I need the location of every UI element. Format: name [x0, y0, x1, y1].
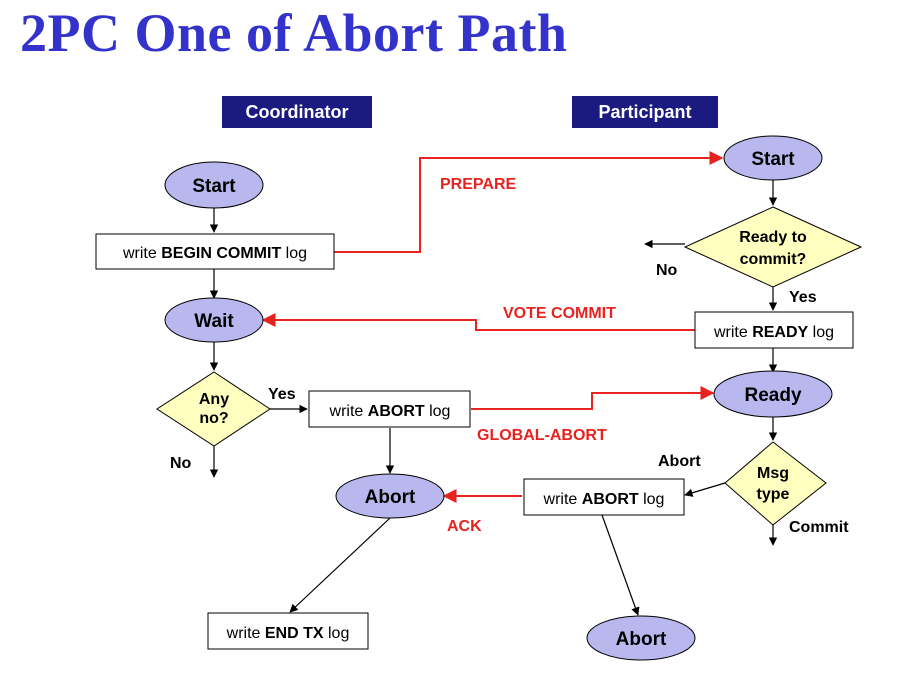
ready-to-commit-line2: commit? — [740, 251, 807, 268]
participant-no-label: No — [656, 262, 678, 279]
any-no-line2: no? — [199, 410, 228, 427]
msg-type-line2: type — [757, 486, 790, 503]
coord-abort-log-suffix: log — [425, 403, 451, 420]
end-tx-log-box: write END TX log — [207, 612, 369, 650]
participant-abort-label: Abort — [616, 629, 667, 650]
page-title: 2PC One of Abort Path — [20, 3, 568, 63]
participant-start-label: Start — [751, 149, 795, 170]
participant-start-node: Start — [723, 135, 823, 181]
part-abort-log-keyword: ABORT — [582, 491, 639, 508]
global-abort-label: GLOBAL-ABORT — [477, 427, 607, 444]
part-abort-log-suffix: log — [639, 491, 665, 508]
msg-type-line1: Msg — [757, 465, 789, 482]
coord-abort-log-keyword: ABORT — [368, 403, 425, 420]
coordinator-start-node: Start — [164, 161, 264, 209]
ready-log-suffix: log — [808, 324, 834, 341]
begin-log-suffix: log — [281, 245, 307, 262]
participant-abort-log-box: write ABORT log — [523, 478, 685, 516]
coordinator-yes-label: Yes — [268, 386, 296, 403]
part-abort-log-prefix: write — [543, 491, 582, 508]
coordinator-no-label: No — [170, 455, 192, 472]
prepare-arrow — [334, 151, 724, 253]
global-abort-arrow — [471, 386, 715, 410]
coord-abort-log-prefix: write — [329, 403, 368, 420]
wait-label: Wait — [194, 311, 234, 332]
msg-type-decision: Msg type — [724, 441, 827, 526]
coordinator-abort-label: Abort — [365, 487, 416, 508]
coordinator-abort-node: Abort — [335, 473, 445, 519]
prepare-label: PREPARE — [440, 176, 516, 193]
ready-label: Ready — [744, 385, 801, 406]
any-no-line1: Any — [199, 391, 229, 408]
end-log-keyword: END TX — [265, 625, 324, 642]
svg-text:write ABORT log: write ABORT log — [329, 403, 451, 420]
participant-connectors — [601, 180, 778, 616]
participant-abort-branch-label: Abort — [658, 453, 701, 470]
begin-log-prefix: write — [122, 245, 161, 262]
ready-node: Ready — [713, 370, 833, 418]
svg-text:write READY log: write READY log — [713, 324, 834, 341]
participant-abort-node: Abort — [586, 615, 696, 661]
message-arrows — [261, 151, 724, 503]
svg-text:write BEGIN COMMIT log: write BEGIN COMMIT log — [122, 245, 307, 262]
end-log-prefix: write — [226, 625, 265, 642]
ready-to-commit-line1: Ready to — [739, 229, 807, 246]
participant-commit-branch-label: Commit — [789, 519, 849, 536]
ready-to-commit-decision: Ready to commit? — [683, 206, 863, 288]
ready-log-box: write READY log — [694, 311, 854, 349]
svg-text:write ABORT log: write ABORT log — [543, 491, 665, 508]
begin-log-keyword: BEGIN COMMIT — [161, 245, 281, 262]
ready-log-keyword: READY — [752, 324, 808, 341]
coordinator-connectors — [209, 208, 395, 613]
vote-commit-arrow — [261, 313, 695, 331]
ready-log-prefix: write — [713, 324, 752, 341]
svg-text:write END TX log: write END TX log — [226, 625, 350, 642]
participant-yes-label: Yes — [789, 289, 817, 306]
coordinator-abort-log-box: write ABORT log — [308, 390, 471, 428]
wait-node: Wait — [164, 297, 264, 343]
participant-header: Participant — [572, 96, 718, 128]
any-no-decision: Any no? — [156, 371, 271, 447]
begin-commit-log-box: write BEGIN COMMIT log — [95, 233, 335, 270]
coordinator-header: Coordinator — [222, 96, 372, 128]
ack-label: ACK — [447, 518, 482, 535]
coordinator-start-label: Start — [192, 176, 236, 197]
vote-commit-label: VOTE COMMIT — [503, 305, 616, 322]
end-log-suffix: log — [324, 625, 350, 642]
